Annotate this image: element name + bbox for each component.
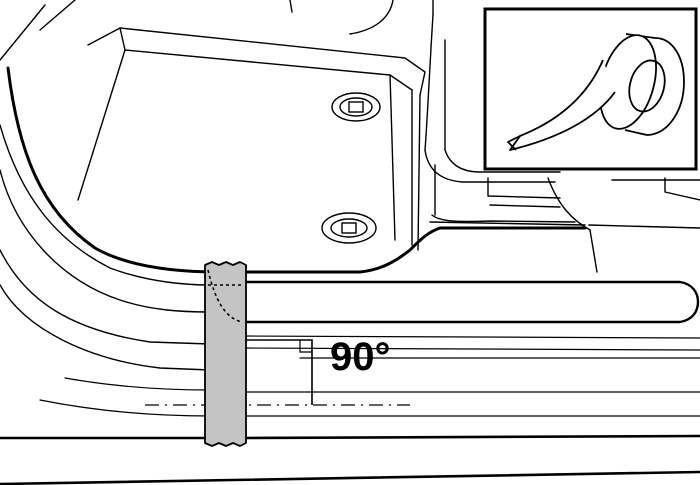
angle-label: 90° <box>330 335 391 379</box>
sill-molding <box>0 226 700 485</box>
tape-roll-inset <box>483 7 698 171</box>
body-edge-curve <box>0 66 222 371</box>
right-angle-guide <box>245 339 313 405</box>
masking-tape-strip <box>204 261 247 447</box>
door-trim-panel <box>0 0 700 273</box>
clip-fastener-lower <box>321 212 377 244</box>
tape-roll-icon <box>507 33 685 151</box>
clip-fastener-upper <box>331 92 381 122</box>
